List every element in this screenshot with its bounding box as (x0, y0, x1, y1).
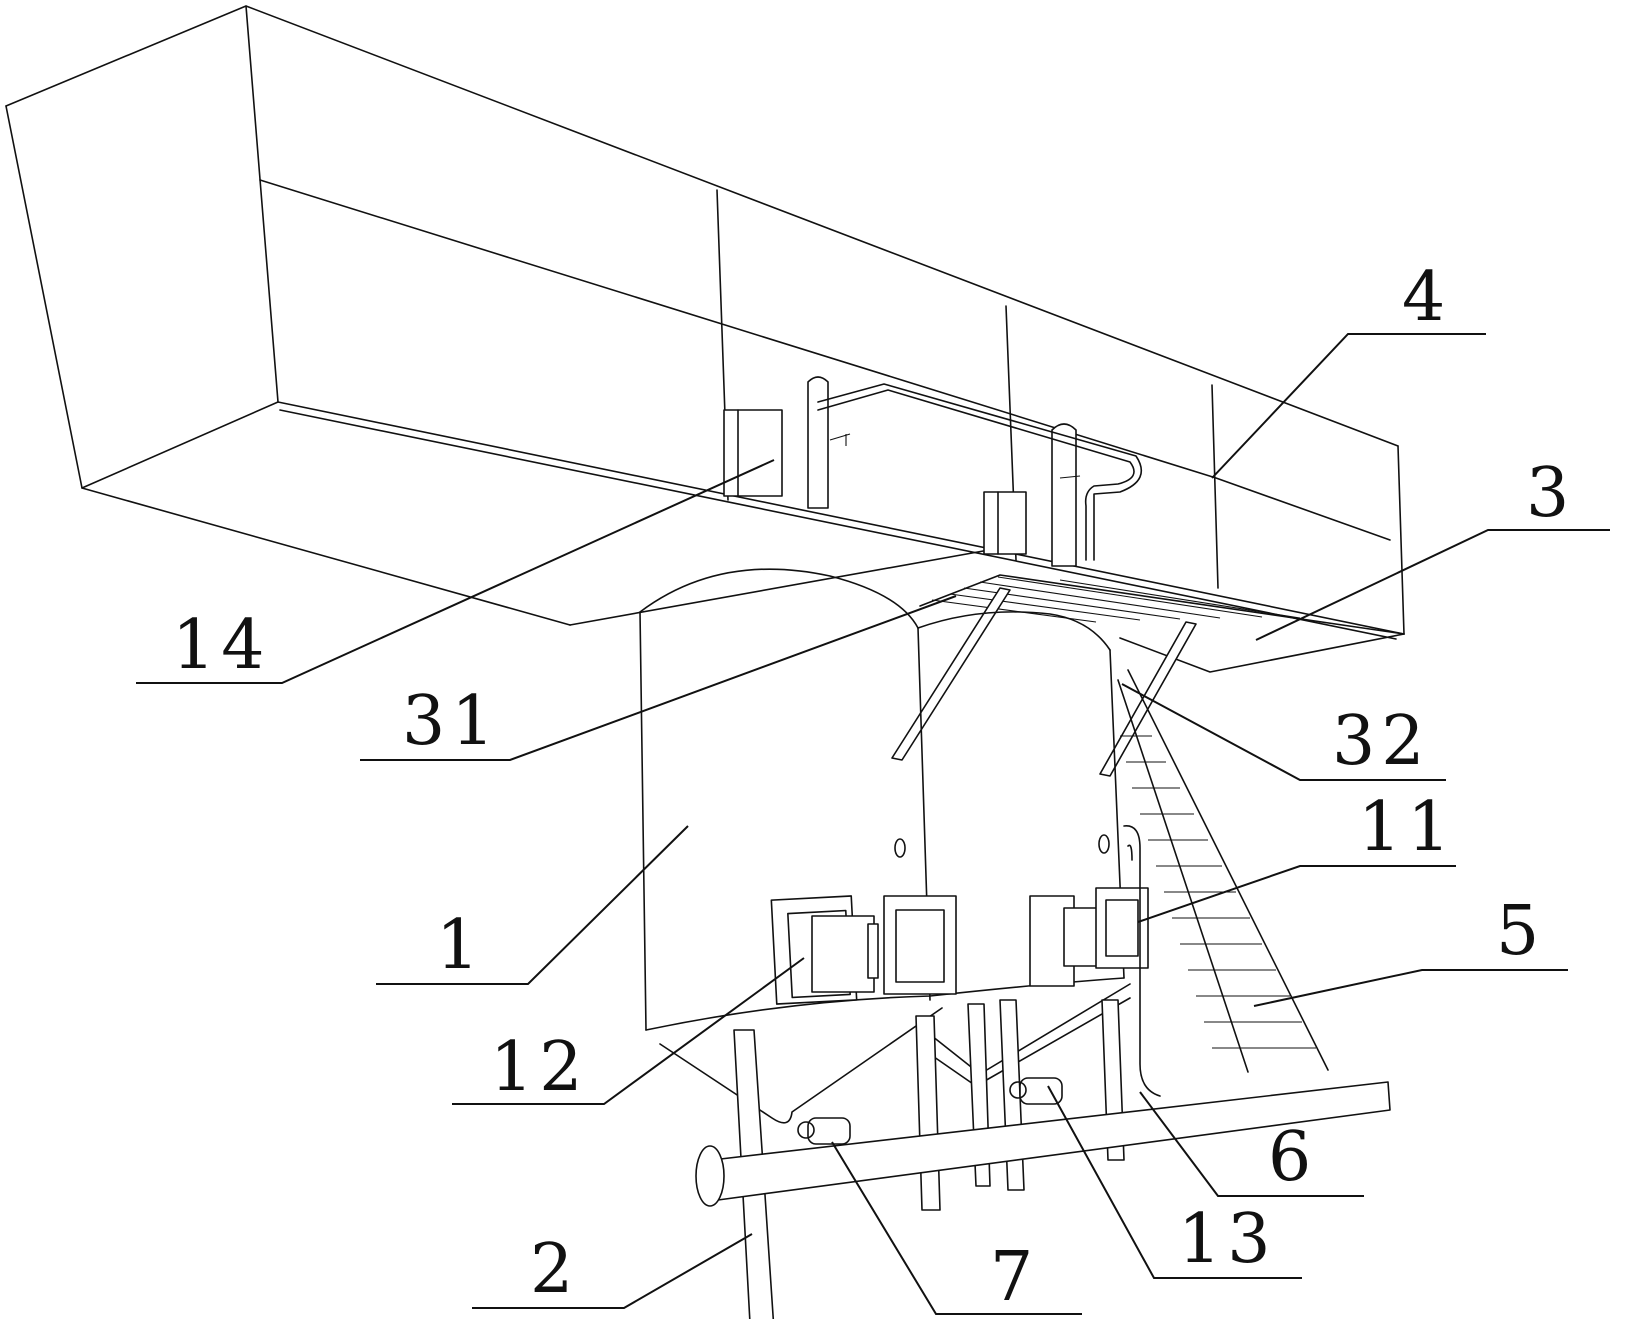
label-12: 12 (490, 1028, 589, 1107)
top-fittings-14 (723, 376, 1143, 567)
label-32: 32 (1332, 702, 1431, 781)
motor-12 (811, 915, 879, 993)
label-4: 4 (1402, 258, 1451, 337)
platform-3 (919, 574, 1405, 673)
motors-7-13 (797, 1077, 1063, 1145)
label-5: 5 (1496, 892, 1545, 971)
label-7: 7 (990, 1238, 1039, 1317)
side-pipe-6 (1123, 825, 1161, 1097)
label-3: 3 (1526, 454, 1575, 533)
leader-lines (136, 333, 1610, 1315)
window-11 (1029, 887, 1149, 987)
struts (891, 587, 1197, 777)
label-1: 1 (436, 906, 485, 985)
overhead-housing-4 (5, 5, 1405, 640)
label-2: 2 (530, 1230, 579, 1309)
ladder-5 (1117, 669, 1329, 1073)
reference-numerals: 4 3 14 31 32 11 5 1 12 6 13 2 7 (172, 258, 1575, 1317)
label-11: 11 (1358, 788, 1457, 867)
label-14: 14 (172, 606, 271, 685)
label-6: 6 (1268, 1118, 1317, 1197)
label-31: 31 (402, 682, 501, 761)
label-13: 13 (1178, 1200, 1277, 1279)
discharge-pipe (695, 1081, 1391, 1207)
window-center (883, 895, 957, 995)
